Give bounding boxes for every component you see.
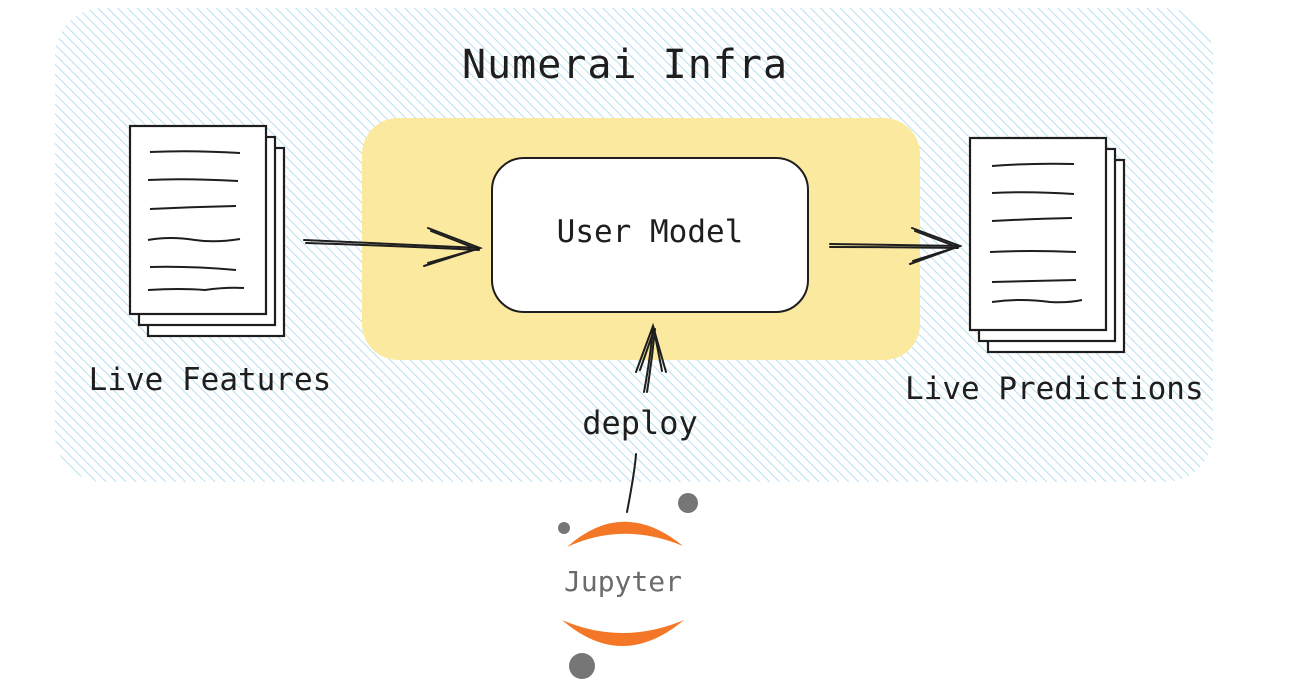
diagram-title: Numerai Infra [461, 42, 789, 88]
arrow-deploy-to-model [626, 322, 667, 513]
arrow-features-to-model [303, 227, 484, 267]
user-model-box [491, 157, 809, 313]
features-document-icon [128, 124, 286, 338]
live-predictions-label: Live Predictions [905, 371, 1204, 407]
deploy-label: deploy [582, 404, 698, 442]
predictions-document-icon [968, 136, 1126, 354]
user-model-label: User Model [556, 214, 744, 250]
live-features-label: Live Features [88, 362, 332, 398]
arrow-model-to-predictions [829, 227, 963, 265]
jupyter-logo-text: Jupyter [563, 565, 682, 598]
jupyter-logo-icon [558, 493, 698, 679]
